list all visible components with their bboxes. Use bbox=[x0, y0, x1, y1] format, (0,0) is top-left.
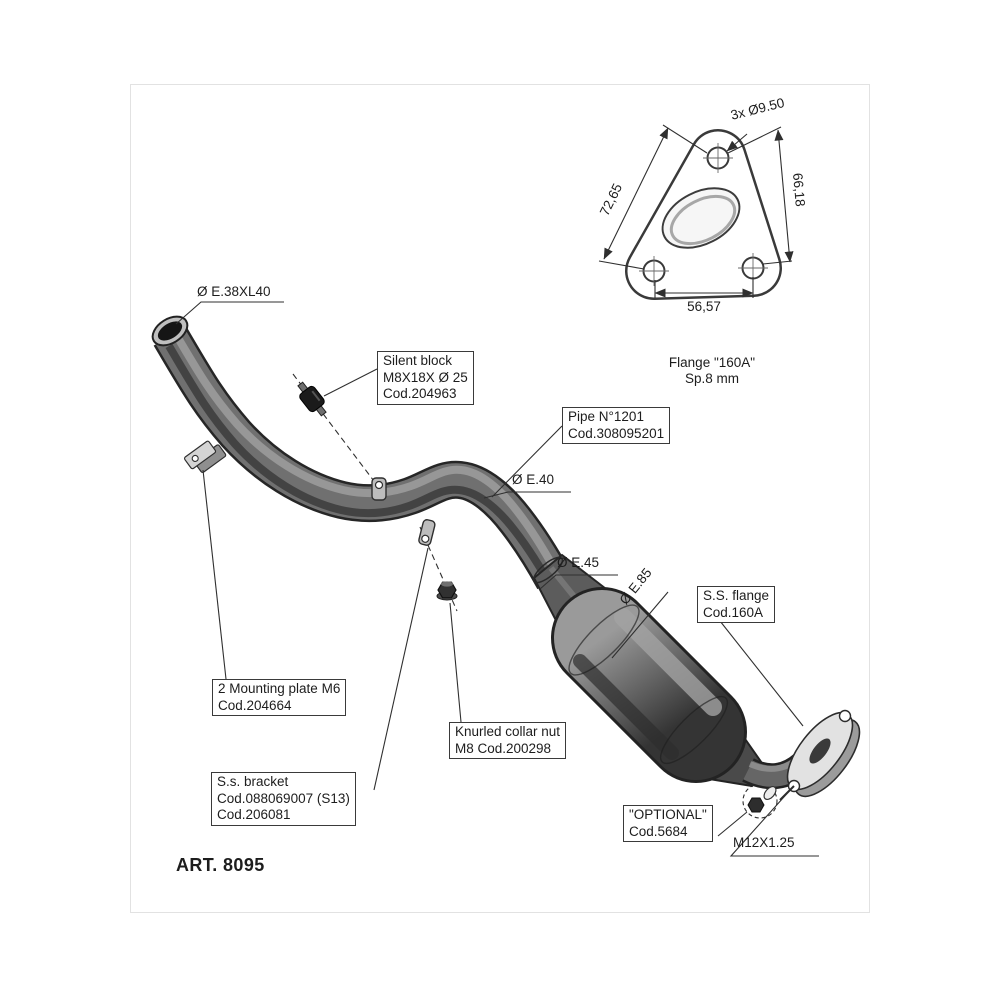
dimension-lines bbox=[598, 124, 794, 298]
hanging-bracket-part bbox=[418, 519, 436, 546]
callout-line: Cod.204963 bbox=[383, 386, 457, 401]
callout-line: Cod.5684 bbox=[629, 823, 688, 839]
silent-block-part bbox=[297, 381, 327, 417]
mounting-plate-part bbox=[183, 440, 227, 473]
callout-line: 2 Mounting plate M6 bbox=[218, 681, 341, 696]
exhaust-pipe bbox=[153, 323, 571, 592]
flange-detail-drawing bbox=[625, 129, 782, 300]
callout-line: "OPTIONAL" bbox=[629, 807, 707, 822]
flange-dim-right: 66,18 bbox=[790, 172, 808, 208]
callout-line: Cod.308095201 bbox=[568, 425, 665, 441]
callout-line: S.S. flange bbox=[703, 588, 770, 603]
callout-line: S.s. bracket bbox=[217, 774, 289, 789]
flange-detail-title: Flange "160A" Sp.8 mm bbox=[637, 355, 787, 387]
callout-mounting-plate: 2 Mounting plate M6 Cod.204664 bbox=[212, 679, 347, 716]
pipe-tab-bracket-part bbox=[371, 477, 387, 501]
image-frame bbox=[130, 84, 870, 913]
callout-line: Silent block bbox=[383, 353, 453, 368]
dim-inlet-diameter: Ø E.38XL40 bbox=[197, 284, 271, 299]
flange-subtitle-line: Sp.8 mm bbox=[684, 371, 739, 386]
dim-e40: Ø E.40 bbox=[512, 472, 555, 487]
callout-line: Cod.088069007 (S13) bbox=[217, 790, 350, 806]
dim-thread: M12X1.25 bbox=[733, 835, 795, 850]
callout-ss-bracket: S.s. bracket Cod.088069007 (S13) Cod.206… bbox=[211, 772, 356, 826]
callout-pipe: Pipe N°1201 Cod.308095201 bbox=[562, 407, 671, 444]
callout-line: Cod.204664 bbox=[218, 697, 292, 713]
leader-lines bbox=[175, 301, 819, 857]
callout-line: Cod.160A bbox=[703, 604, 764, 620]
flange-dim-bottom: 56,57 bbox=[687, 299, 721, 314]
dim-e45: Ø E.45 bbox=[557, 555, 600, 570]
catalytic-converter bbox=[551, 587, 766, 788]
pipe-inlet-opening bbox=[151, 315, 189, 347]
callout-knurled-nut: Knurled collar nut M8 Cod.200298 bbox=[449, 722, 567, 759]
callout-line: M8X18X Ø 25 bbox=[383, 369, 468, 385]
flange-title-line: Flange "160A" bbox=[668, 355, 756, 370]
knurled-nut-part bbox=[436, 581, 458, 601]
nut bbox=[747, 797, 765, 813]
callout-silent-block: Silent block M8X18X Ø 25 Cod.204963 bbox=[377, 351, 474, 405]
end-flange-part bbox=[779, 709, 861, 801]
optional-nut-part bbox=[747, 785, 777, 813]
callout-line: Cod.206081 bbox=[217, 807, 291, 822]
callout-line: M8 Cod.200298 bbox=[455, 740, 552, 756]
art-number: ART. 8095 bbox=[176, 855, 265, 875]
callout-line: Knurled collar nut bbox=[455, 724, 561, 739]
callout-line: Pipe N°1201 bbox=[568, 409, 644, 424]
callout-optional: "OPTIONAL" Cod.5684 bbox=[623, 805, 713, 842]
callout-ss-flange: S.S. flange Cod.160A bbox=[697, 586, 776, 623]
washer bbox=[763, 785, 777, 801]
